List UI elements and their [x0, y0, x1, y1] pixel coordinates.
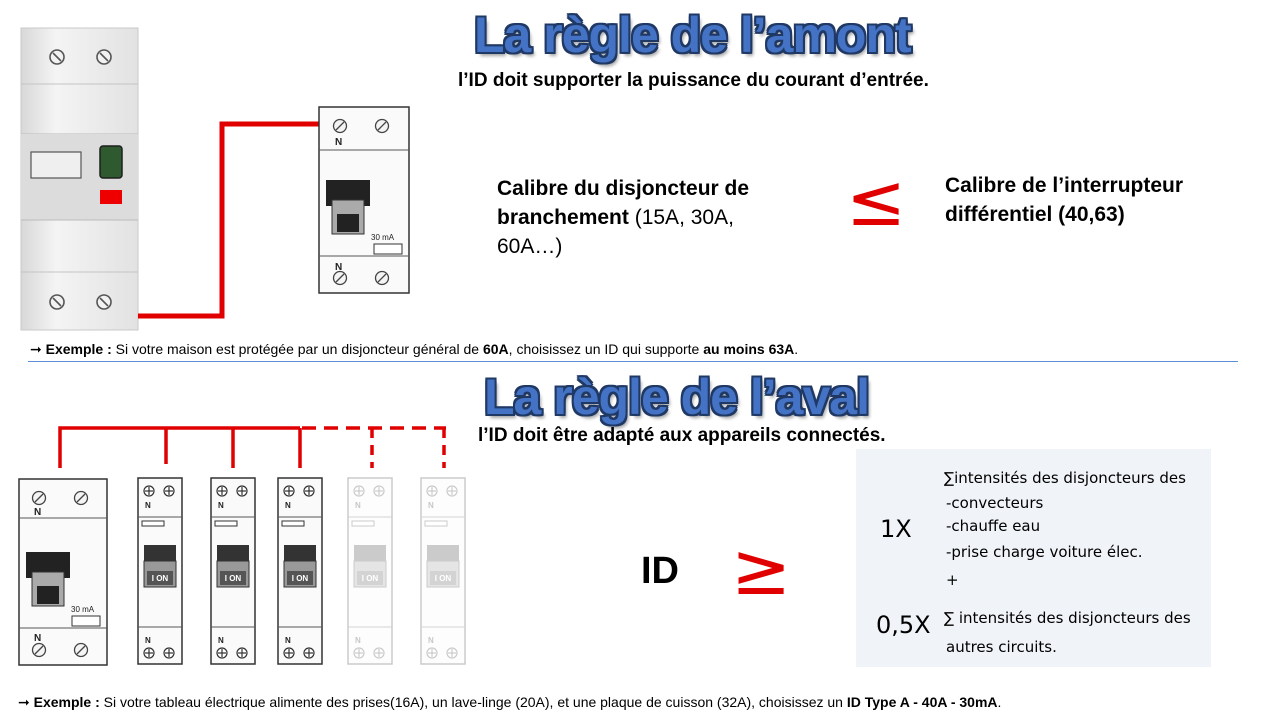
example2-text-2: .	[997, 694, 1002, 710]
breaker-on-label: I ON	[435, 574, 452, 583]
formula-plus: +	[946, 571, 959, 589]
example-label: Exemple :	[45, 341, 112, 357]
amont-left-text: Calibre du disjoncteur de branchement (1…	[497, 174, 797, 261]
aval-example: ➞ Exemple : Si votre tableau électrique …	[18, 694, 1001, 711]
coef-1: 1X	[880, 515, 912, 543]
formula-line-6: autres circuits.	[946, 638, 1057, 656]
id-top-n-label: N	[335, 137, 342, 148]
formula-line-4: -prise charge voiture élec.	[946, 543, 1143, 561]
amont-right-bold: Calibre de l’interrupteur différentiel (…	[945, 174, 1184, 226]
breaker: N N I ON	[210, 477, 256, 665]
amont-left-rest: (15A, 30A, 60A…)	[497, 206, 734, 258]
breaker-faded: N N I ON	[420, 477, 466, 665]
id-bottom-n-label: N	[335, 262, 342, 273]
example-bold-1: 60A	[482, 341, 509, 357]
breaker-n-label: N	[355, 636, 361, 645]
breaker: N N I ON	[137, 477, 183, 665]
example-bold-2: au moins 63A	[703, 341, 795, 357]
example2-label: Exemple :	[33, 694, 100, 710]
formula-line-3: -chauffe eau	[946, 517, 1041, 535]
id-switch-illustration: N N 30 mA	[318, 106, 410, 294]
breaker: N N I ON	[277, 477, 323, 665]
example2-arrow: ➞	[18, 694, 30, 710]
example-text-1: Si votre maison est protégée par un disj…	[111, 341, 483, 357]
aval-subtitle: l’ID doit être adapté aux appareils conn…	[478, 425, 886, 446]
breaker-on-label: I ON	[225, 574, 242, 583]
amont-example: ➞ Exemple : Si votre maison est protégée…	[30, 341, 798, 358]
greater-equal-symbol: ≥	[731, 527, 792, 611]
section-divider	[28, 361, 1238, 362]
amont-title: La règle de l’amont	[474, 7, 912, 63]
breaker-n-label: N	[355, 501, 361, 510]
id-switch-bottom-illustration: N N 30 mA	[18, 478, 108, 666]
amont-left-bold: Calibre du disjoncteur de branchement	[497, 177, 750, 229]
example-text-2: , choisissez un ID qui supporte	[508, 341, 704, 357]
formula-line-5: ∑ intensités des disjoncteurs des	[944, 609, 1191, 627]
coef-2: 0,5X	[876, 611, 931, 639]
amont-right-text: Calibre de l’interrupteur différentiel (…	[945, 171, 1245, 229]
breaker-n-label: N	[218, 636, 224, 645]
formula-box: 1X ∑intensités des disjoncteurs des -con…	[856, 449, 1211, 667]
breaker-on-label: I ON	[152, 574, 169, 583]
breaker-faded: N N I ON	[347, 477, 393, 665]
breaker-n-label: N	[145, 501, 151, 510]
id2-rating-label: 30 mA	[71, 605, 95, 614]
breaker-on-label: I ON	[292, 574, 309, 583]
id-rating-label: 30 mA	[371, 233, 395, 242]
formula-line-2: -convecteurs	[946, 494, 1044, 512]
breaker-on-label: I ON	[362, 574, 379, 583]
breaker-n-label: N	[428, 501, 434, 510]
aval-title: La règle de l’aval	[484, 369, 870, 425]
amont-subtitle: l’ID doit supporter la puissance du cour…	[458, 70, 929, 91]
example-arrow: ➞	[30, 341, 42, 357]
example2-bold-1: ID Type A - 40A - 30mA	[846, 694, 998, 710]
main-breaker-illustration	[20, 27, 139, 331]
id2-top-n-label: N	[34, 507, 41, 518]
example-text-3: .	[794, 341, 799, 357]
formula-line-1: ∑intensités des disjoncteurs des	[944, 469, 1186, 487]
id-label: ID	[641, 550, 679, 592]
less-equal-symbol: ≤	[846, 158, 907, 242]
breaker-n-label: N	[218, 501, 224, 510]
breaker-n-label: N	[145, 636, 151, 645]
breaker-n-label: N	[428, 636, 434, 645]
breaker-n-label: N	[285, 636, 291, 645]
example2-text-1: Si votre tableau électrique alimente des…	[99, 694, 847, 710]
breaker-n-label: N	[285, 501, 291, 510]
upstream-wire	[138, 121, 324, 319]
downstream-wiring	[58, 426, 446, 468]
id2-bottom-n-label: N	[34, 633, 41, 644]
